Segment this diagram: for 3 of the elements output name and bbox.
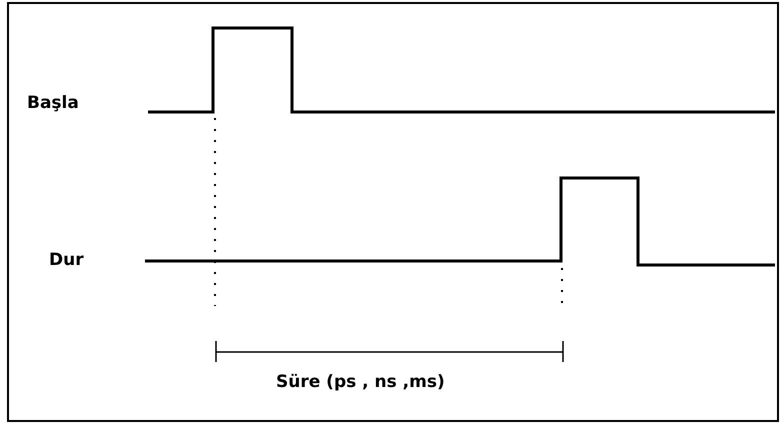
signal-label: Başla [27, 92, 79, 115]
duration-label: Süre (ps , ns ,ms) [276, 371, 445, 394]
signal-label: Dur [49, 249, 84, 272]
